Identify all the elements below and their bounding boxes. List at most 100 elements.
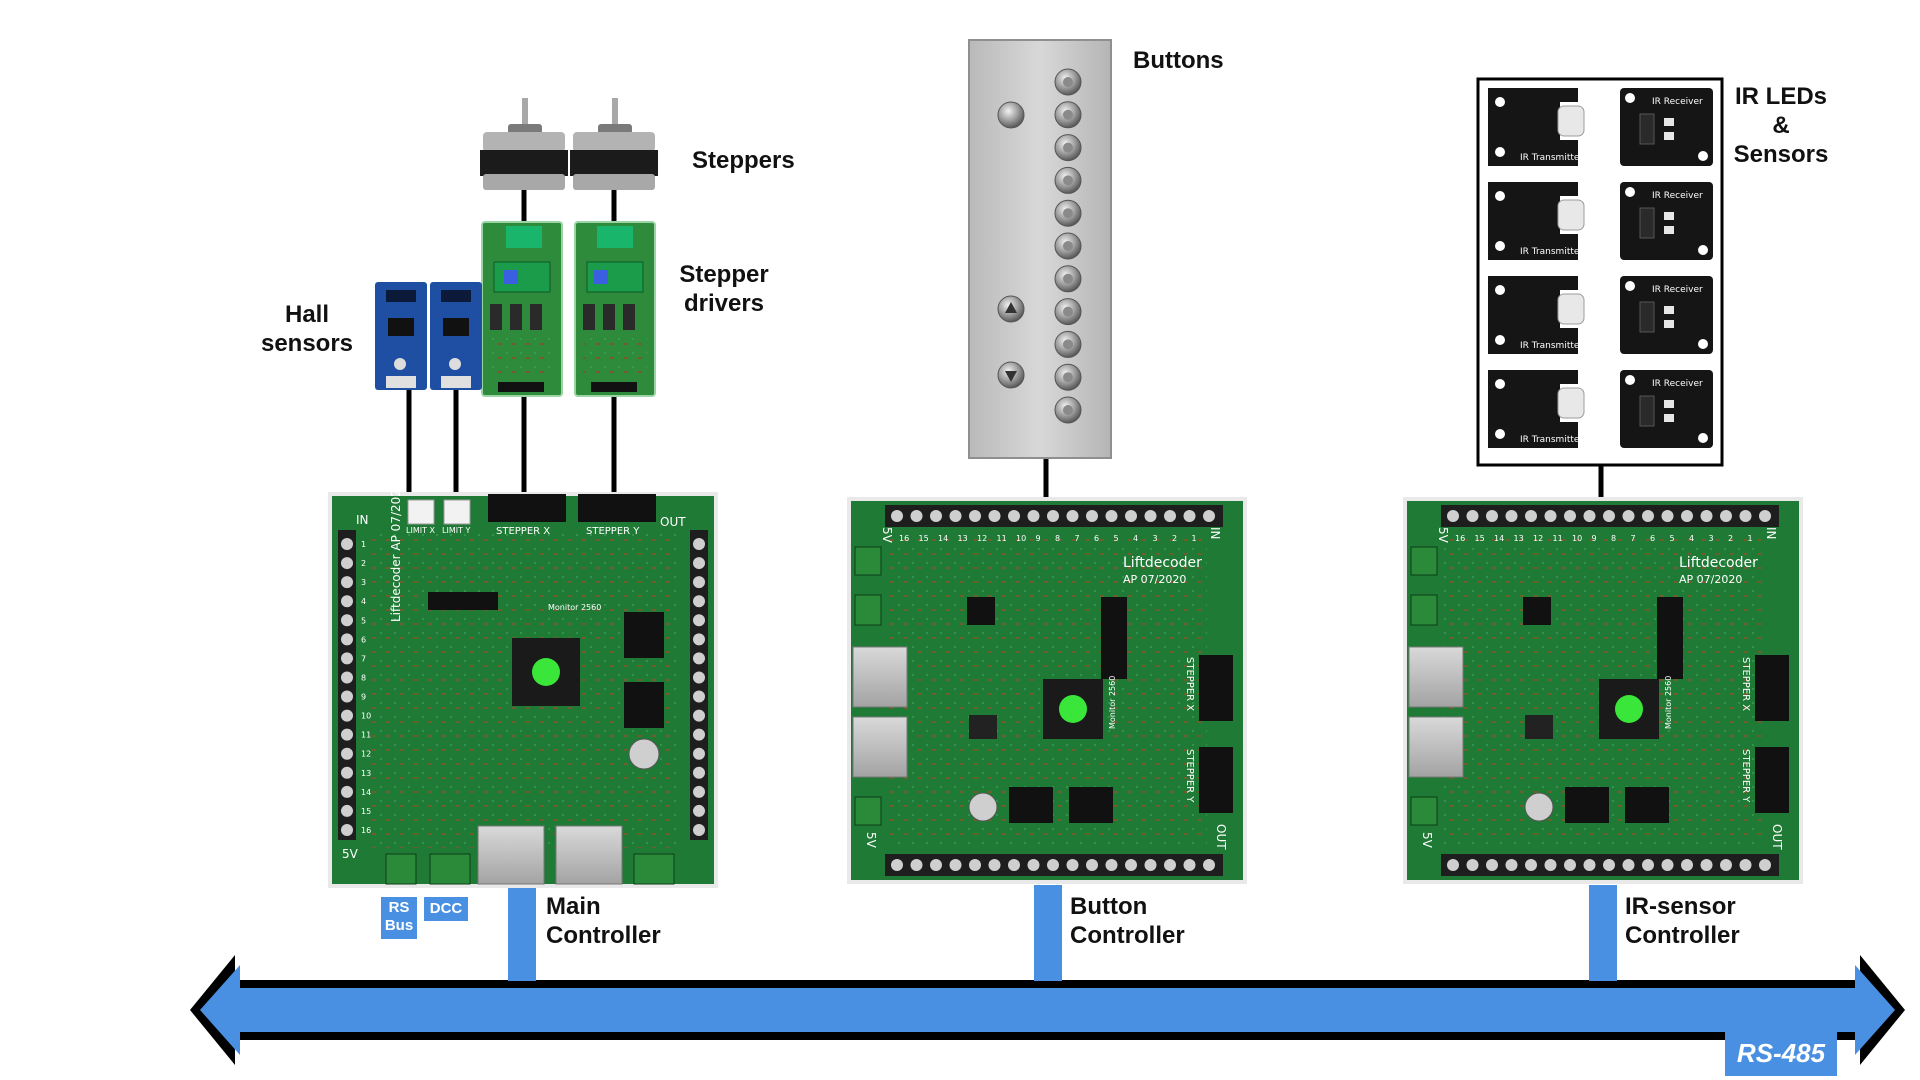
panel-push-button-center [1063,208,1073,219]
screw-terminal [693,595,705,608]
driver-chip [1625,787,1669,823]
button-controller-label-line-2: Controller [1070,922,1185,949]
terminal-number: 12 [1533,534,1543,543]
isp-header [428,592,498,610]
smd-part [1664,226,1674,234]
driver-chip [1009,787,1053,823]
screw-terminal [1564,859,1576,871]
smd-part [1664,118,1674,126]
screw-terminal [1105,510,1118,522]
rs-bus-connector [385,853,417,885]
mount-hole [1698,151,1708,161]
terminal-number: 2 [1172,534,1177,543]
terminal-number: 6 [361,635,366,644]
button-controller-label: Button Controller [1070,892,1185,950]
screw-terminal [1505,859,1518,871]
ir-transmitter-label: IR Transmitter [1520,153,1583,163]
panel-push-button-center [1063,77,1073,87]
ir-receiver-module [1620,370,1713,448]
screw-terminal [1739,859,1752,871]
screw-terminal [1525,510,1537,522]
mcu-dot [1615,695,1643,723]
capacitor [628,738,660,770]
rj45-jack [477,825,545,885]
screw-terminal [1661,510,1674,522]
button-panel [968,39,1112,459]
screw-terminal [341,652,353,665]
screw-terminal [341,557,353,570]
rs485-bus-arrow [190,955,1905,1065]
mount-hole [1495,191,1505,201]
screw-terminal [891,859,903,871]
screw-terminal [1164,859,1176,871]
screw-terminal [1720,859,1732,871]
terminal-number: 5 [1670,534,1675,543]
screw-terminal [891,510,903,522]
isp-header [1657,597,1683,679]
ir-receiver-diode [1639,113,1655,145]
rs485-bus-label: RS-485 [1725,1030,1837,1076]
header-label-stepper-x: STEPPER X [496,526,550,537]
hall-sensor-x [375,282,427,390]
dcc-tag: DCC [424,897,468,921]
screw-terminal [341,785,353,798]
screw-terminal [1759,859,1771,871]
terminal-number: 1 [361,540,366,549]
terminal-number: 9 [1592,534,1597,543]
screw-terminal [341,709,353,722]
screw-terminal [1125,859,1137,871]
terminal-number: 16 [899,534,909,543]
terminal-number: 14 [938,534,948,543]
terminal-number: 9 [361,693,366,702]
screw-terminal [1144,859,1157,871]
screw-terminal [1125,510,1137,522]
screw-terminal [693,766,705,779]
screw-terminal [1183,510,1196,522]
main-bus-drop [508,885,536,981]
mount-hole [1495,147,1505,157]
side-label-out: OUT [1770,824,1784,850]
stepper-y-header [1199,747,1233,813]
screw-terminal [910,859,923,871]
hall-sensors-label-line-1: Hall [284,301,329,328]
ir-led [1557,387,1585,419]
screw-terminal [693,728,705,741]
button-controller-label-line-1: Button [1070,893,1148,920]
panel-push-button-center [1063,142,1073,153]
ir-leds-sensors-label-line-3: Sensors [1733,141,1829,168]
screw-terminal [341,595,353,608]
screw-terminal [1486,859,1498,871]
panel-push-button-center [1063,109,1073,120]
capacitor [1524,792,1554,822]
screw-terminal [693,804,705,817]
screw-terminal [341,824,353,836]
dcc-connector [1410,594,1438,626]
screw-terminal [1720,510,1732,522]
main-controller-label-line-2: Controller [546,922,661,949]
screw-terminal [1066,859,1079,871]
terminal-number: 4 [1133,534,1138,543]
screw-terminal [969,510,981,522]
stepper-drivers-label-line-1: Stepper [679,261,769,288]
screw-terminal [1700,510,1713,522]
steppers-label: Steppers [692,147,795,174]
screw-terminal [341,614,353,627]
rs-bus-tag-line-2: Bus [384,917,414,934]
screw-terminal [1066,510,1079,522]
screw-terminal [1183,859,1196,871]
mcu-dot [1059,695,1087,723]
dcc-connector [429,853,471,885]
driver-chip [1565,787,1609,823]
screw-terminal [1027,859,1040,871]
hall-sensor-y [430,282,482,390]
screw-terminal [1466,859,1479,871]
smd-part [1664,320,1674,328]
terminal-number: 6 [1094,534,1099,543]
screw-terminal [1759,510,1771,522]
stepper-x-header [1755,655,1789,721]
screw-terminal [341,747,353,760]
stepper-motor-y [570,98,658,190]
